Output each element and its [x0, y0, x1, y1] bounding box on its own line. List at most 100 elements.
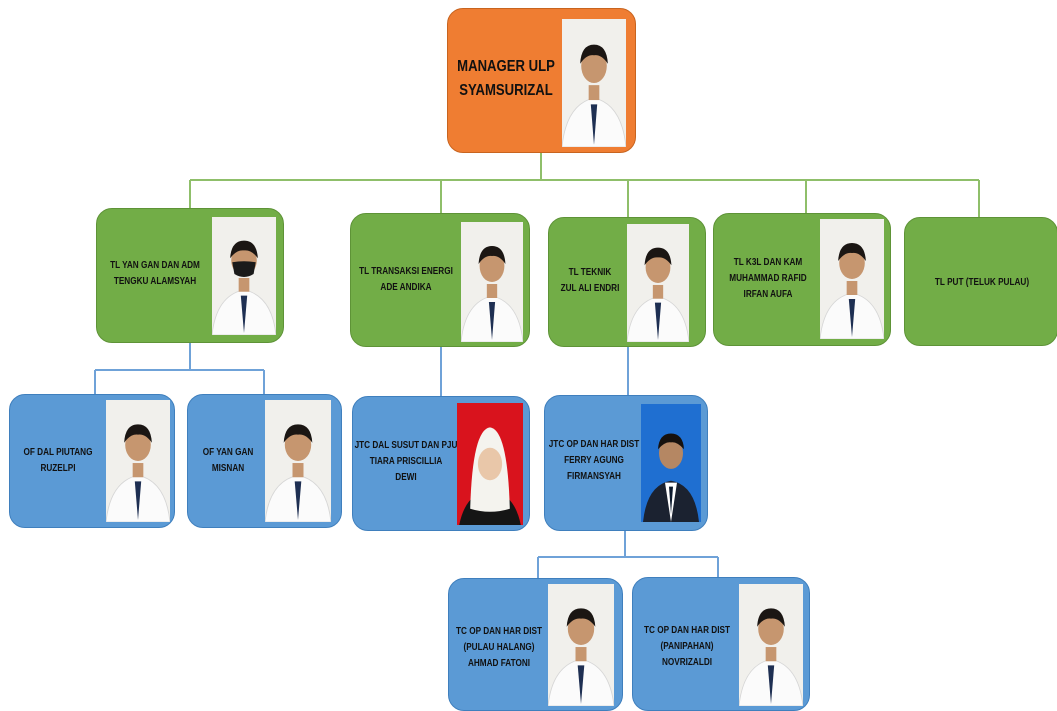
person-photo-icon: [457, 403, 523, 525]
jtc-dal-susut-dan-pju-name-cont: DEWI: [395, 472, 417, 483]
of-dal-piutang-box: OF DAL PIUTANG RUZELPI: [9, 394, 175, 528]
person-photo-icon: [641, 404, 701, 522]
of-yan-gan-title: OF YAN GAN: [202, 447, 254, 458]
jtc-dal-susut-dan-pju-label: JTC DAL SUSUT DAN PJU TIARA PRISCILLIA D…: [355, 427, 458, 497]
tl-yan-gan-dan-adm-label: TL YAN GAN DAN ADM TENGKU ALAMSYAH: [109, 239, 201, 309]
tl-transaksi-energi-label: TL TRANSAKSI ENERGI ADE ANDIKA: [359, 250, 453, 310]
person-hair: [838, 243, 866, 261]
person-face: [839, 247, 865, 279]
manager-name: SYAMSURIZAL: [459, 82, 553, 99]
person-neck: [238, 277, 250, 292]
tc-op-dan-har-dist-panipahan-label: TC OP DAN HAR DIST (PANIPAHAN) NOVRIZALD…: [644, 612, 730, 682]
of-dal-piutang-name: RUZELPI: [40, 463, 76, 474]
person-photo-icon: [627, 224, 689, 342]
person-tie: [848, 299, 856, 337]
person-neck: [292, 463, 304, 478]
person-tie: [134, 481, 142, 520]
person-neck: [132, 463, 144, 478]
tl-k3l-dan-kam-box: TL K3L DAN KAM MUHAMMAD RAFID IRFAN AUFA: [713, 213, 891, 346]
tl-k3l-dan-kam-name: MUHAMMAD RAFID: [729, 273, 807, 284]
jtc-dal-susut-dan-pju-name: TIARA PRISCILLIA: [369, 456, 443, 467]
tc-panipahan-name: NOVRIZALDI: [661, 657, 713, 668]
tc-pulau-halang-area: (PULAU HALANG): [463, 642, 535, 653]
person-hair: [757, 608, 785, 627]
tc-op-dan-har-dist-panipahan-box: TC OP DAN HAR DIST (PANIPAHAN) NOVRIZALD…: [632, 577, 810, 711]
person-neck: [765, 647, 777, 662]
person-face: [479, 250, 505, 282]
person-photo-icon: [548, 584, 614, 706]
person-tie: [590, 104, 598, 145]
tl-yan-gan-dan-adm-title: TL YAN GAN DAN ADM: [110, 260, 200, 271]
officer-to-technicians-connector: [537, 530, 719, 580]
manager-person-photo: [562, 19, 626, 147]
of-yan-gan-photo: [265, 400, 331, 522]
tl-k3l-dan-kam-name-cont: IRFAN AUFA: [743, 289, 793, 300]
person-photo-icon: [106, 400, 170, 522]
person-face: [477, 447, 503, 481]
person-hair: [230, 240, 258, 259]
person-photo-icon: [212, 217, 276, 335]
person-neck: [846, 281, 858, 295]
team-leaders-to-officers-connector: [94, 342, 629, 398]
person-hair: [658, 433, 684, 450]
tl-transaksi-energi-box: TL TRANSAKSI ENERGI ADE ANDIKA: [350, 213, 530, 347]
tl-put-box: TL PUT (TELUK PULAU): [904, 217, 1057, 346]
tc-pulau-halang-title: TC OP DAN HAR DIST: [456, 626, 542, 637]
jtc-op-dan-har-dist-name: FERRY AGUNG: [564, 455, 624, 466]
person-tie: [294, 481, 302, 520]
tl-teknik-box: TL TEKNIK ZUL ALI ENDRI: [548, 217, 706, 347]
person-neck: [486, 284, 498, 298]
tl-transaksi-energi-title: TL TRANSAKSI ENERGI: [359, 266, 453, 277]
person-hair: [644, 247, 672, 266]
tc-pulau-halang-name: AHMAD FATONI: [467, 658, 531, 669]
tl-yan-gan-dan-adm-box: TL YAN GAN DAN ADM TENGKU ALAMSYAH: [96, 208, 284, 343]
person-neck: [575, 647, 587, 662]
person-hair: [580, 44, 608, 64]
tl-put-label: TL PUT (TELUK PULAU): [919, 258, 1045, 308]
tl-yan-gan-dan-adm-name: TENGKU ALAMSYAH: [113, 276, 197, 287]
tl-teknik-name: ZUL ALI ENDRI: [560, 283, 620, 294]
jtc-dal-susut-dan-pju-box: JTC DAL SUSUT DAN PJU TIARA PRISCILLIA D…: [352, 396, 530, 531]
person-photo-icon: [265, 400, 331, 522]
person-tie: [767, 665, 775, 704]
tl-teknik-label: TL TEKNIK ZUL ALI ENDRI: [560, 254, 621, 308]
tc-op-dan-har-dist-pulau-halang-photo: [548, 584, 614, 706]
tc-op-dan-har-dist-pulau-halang-label: TC OP DAN HAR DIST (PULAU HALANG) AHMAD …: [456, 613, 542, 683]
tc-op-dan-har-dist-pulau-halang-box: TC OP DAN HAR DIST (PULAU HALANG) AHMAD …: [448, 578, 623, 711]
of-dal-piutang-photo: [106, 400, 170, 522]
person-hair: [124, 424, 152, 443]
person-tie: [654, 302, 662, 341]
tl-teknik-photo: [627, 224, 689, 342]
jtc-dal-susut-dan-pju-photo: [457, 403, 523, 525]
person-face: [284, 428, 312, 461]
person-photo-icon: [461, 222, 523, 342]
jtc-op-dan-har-dist-name-cont: FIRMANSYAH: [567, 471, 621, 482]
jtc-op-dan-har-dist-title: JTC OP DAN HAR DIST: [548, 439, 640, 450]
tl-yan-gan-dan-adm-photo: [212, 217, 276, 335]
jtc-op-dan-har-dist-box: JTC OP DAN HAR DIST FERRY AGUNG FIRMANSY…: [544, 395, 708, 531]
of-yan-gan-box: OF YAN GAN MISNAN: [187, 394, 342, 528]
tl-k3l-dan-kam-title: TL K3L DAN KAM: [733, 257, 803, 268]
person-photo-icon: [562, 19, 626, 147]
person-hair: [566, 608, 596, 627]
manager-ulp-label: MANAGER ULP SYAMSURIZAL: [457, 39, 555, 119]
person-face-mask: [232, 261, 256, 277]
person-tie: [669, 486, 673, 515]
jtc-dal-susut-dan-pju-title: JTC DAL SUSUT DAN PJU: [354, 440, 458, 451]
person-tie: [488, 302, 496, 340]
person-photo-icon: [820, 219, 884, 339]
jtc-op-dan-har-dist-label: JTC OP DAN HAR DIST FERRY AGUNG FIRMANSY…: [549, 426, 640, 496]
person-neck: [652, 284, 664, 299]
person-neck: [588, 85, 600, 101]
person-face: [567, 612, 595, 645]
tl-transaksi-energi-name: ADE ANDIKA: [380, 282, 432, 293]
tl-teknik-title: TL TEKNIK: [568, 267, 612, 278]
tl-k3l-dan-kam-photo: [820, 219, 884, 339]
manager-to-team-leaders-connector: [189, 152, 980, 218]
person-photo-icon: [739, 584, 803, 706]
of-yan-gan-name: MISNAN: [211, 463, 245, 474]
tc-panipahan-title: TC OP DAN HAR DIST: [644, 625, 730, 636]
manager-title: MANAGER ULP: [457, 58, 555, 75]
person-face: [758, 612, 784, 645]
